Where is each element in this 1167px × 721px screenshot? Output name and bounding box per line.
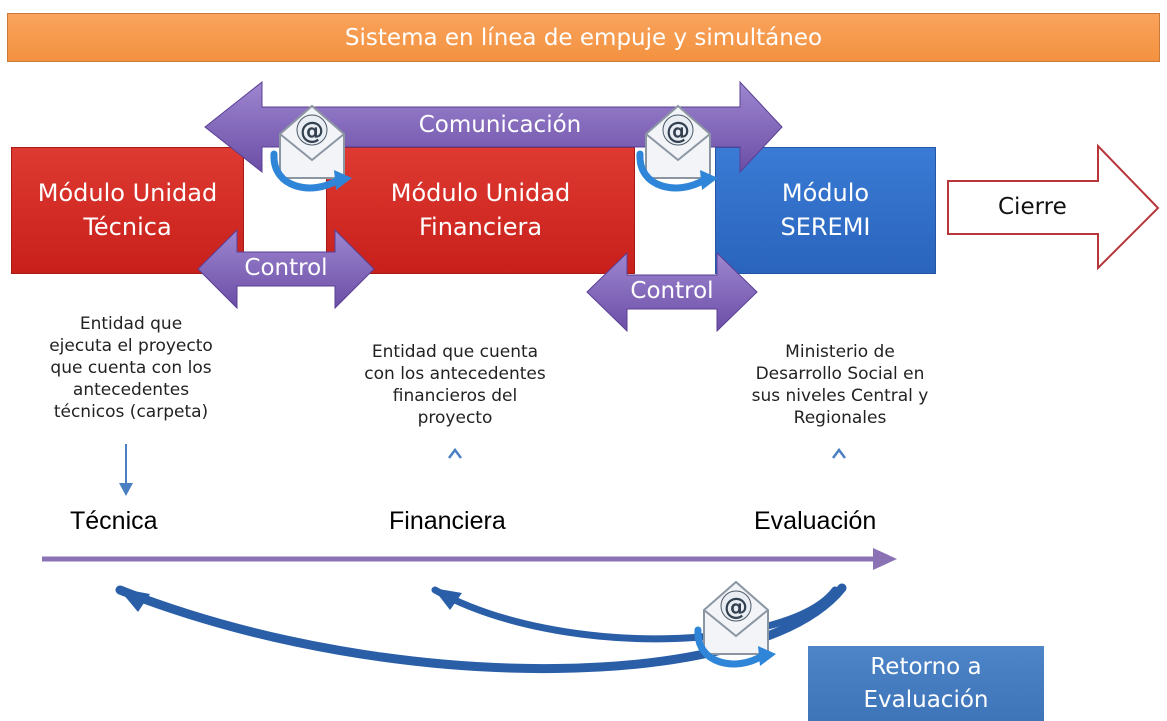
- retorno-line: Evaluación: [863, 686, 989, 713]
- description-line: sus niveles Central y: [751, 386, 929, 406]
- description-line: Desarrollo Social en: [755, 364, 925, 384]
- module-unidad-financiera: Módulo Unidad Financiera: [326, 147, 635, 274]
- cierre-label: Cierre: [998, 194, 1067, 220]
- description-line: Entidad que: [79, 314, 183, 334]
- email-icon: @: [636, 104, 718, 192]
- description-financiera: Entidad que cuenta con los antecedentes …: [335, 341, 575, 429]
- return-curve-head-financiera: [433, 588, 462, 610]
- banner-title: Sistema en línea de empuje y simultáneo: [344, 24, 823, 51]
- control-label-1: Control: [244, 255, 328, 281]
- control-double-arrow-2: [586, 251, 758, 333]
- phase-financiera: Financiera: [389, 507, 506, 535]
- email-icon: @: [694, 580, 776, 668]
- down-arrow-head: [119, 483, 133, 496]
- retorno-evaluacion-box: Retorno a Evaluación: [808, 646, 1044, 721]
- description-seremi: Ministerio de Desarrollo Social en sus n…: [720, 341, 960, 429]
- svg-text:@: @: [300, 117, 324, 145]
- description-line: Ministerio de: [785, 342, 895, 362]
- return-curve-to-financiera: [431, 586, 839, 643]
- header-banner: Sistema en línea de empuje y simultáneo: [7, 13, 1160, 62]
- svg-text:@: @: [666, 117, 690, 145]
- description-line: Entidad que cuenta: [371, 342, 539, 362]
- description-line: Regionales: [793, 408, 887, 428]
- timeline-arrowhead: [873, 548, 897, 570]
- cierre-arrow: [947, 143, 1160, 271]
- up-caret-evaluacion: [832, 447, 846, 459]
- communication-double-arrow: [204, 80, 783, 174]
- description-line: proyecto: [417, 408, 493, 428]
- description-line: antecedentes: [72, 380, 190, 400]
- phase-evaluacion: Evaluación: [754, 507, 877, 535]
- svg-text:@: @: [724, 593, 748, 621]
- module-line: Módulo Unidad: [37, 178, 218, 207]
- module-line: Módulo: [781, 178, 870, 207]
- description-line: con los antecedentes: [364, 364, 546, 384]
- return-curve-head-tecnica: [118, 588, 150, 612]
- description-tecnica: Entidad que ejecuta el proyecto que cuen…: [16, 313, 246, 423]
- module-unidad-tecnica: Módulo Unidad Técnica: [11, 147, 244, 274]
- module-line: Financiera: [418, 212, 543, 241]
- retorno-line: Retorno a: [870, 653, 982, 680]
- module-seremi: Módulo SEREMI: [715, 147, 936, 274]
- control-label-2: Control: [630, 278, 714, 304]
- module-line: SEREMI: [780, 212, 871, 241]
- control-double-arrow-1: [197, 228, 375, 310]
- module-line: Módulo Unidad: [390, 178, 571, 207]
- description-line: financieros del: [392, 386, 518, 406]
- phase-tecnica: Técnica: [70, 507, 158, 535]
- description-line: que cuenta con los: [50, 358, 212, 378]
- module-line: Técnica: [83, 212, 172, 241]
- description-line: técnicos (carpeta): [53, 402, 209, 422]
- return-curve-to-tecnica: [115, 583, 847, 674]
- communication-label: Comunicación: [418, 112, 582, 138]
- email-icon: @: [270, 104, 352, 192]
- up-caret-financiera: [448, 447, 462, 459]
- description-line: ejecuta el proyecto: [49, 336, 213, 356]
